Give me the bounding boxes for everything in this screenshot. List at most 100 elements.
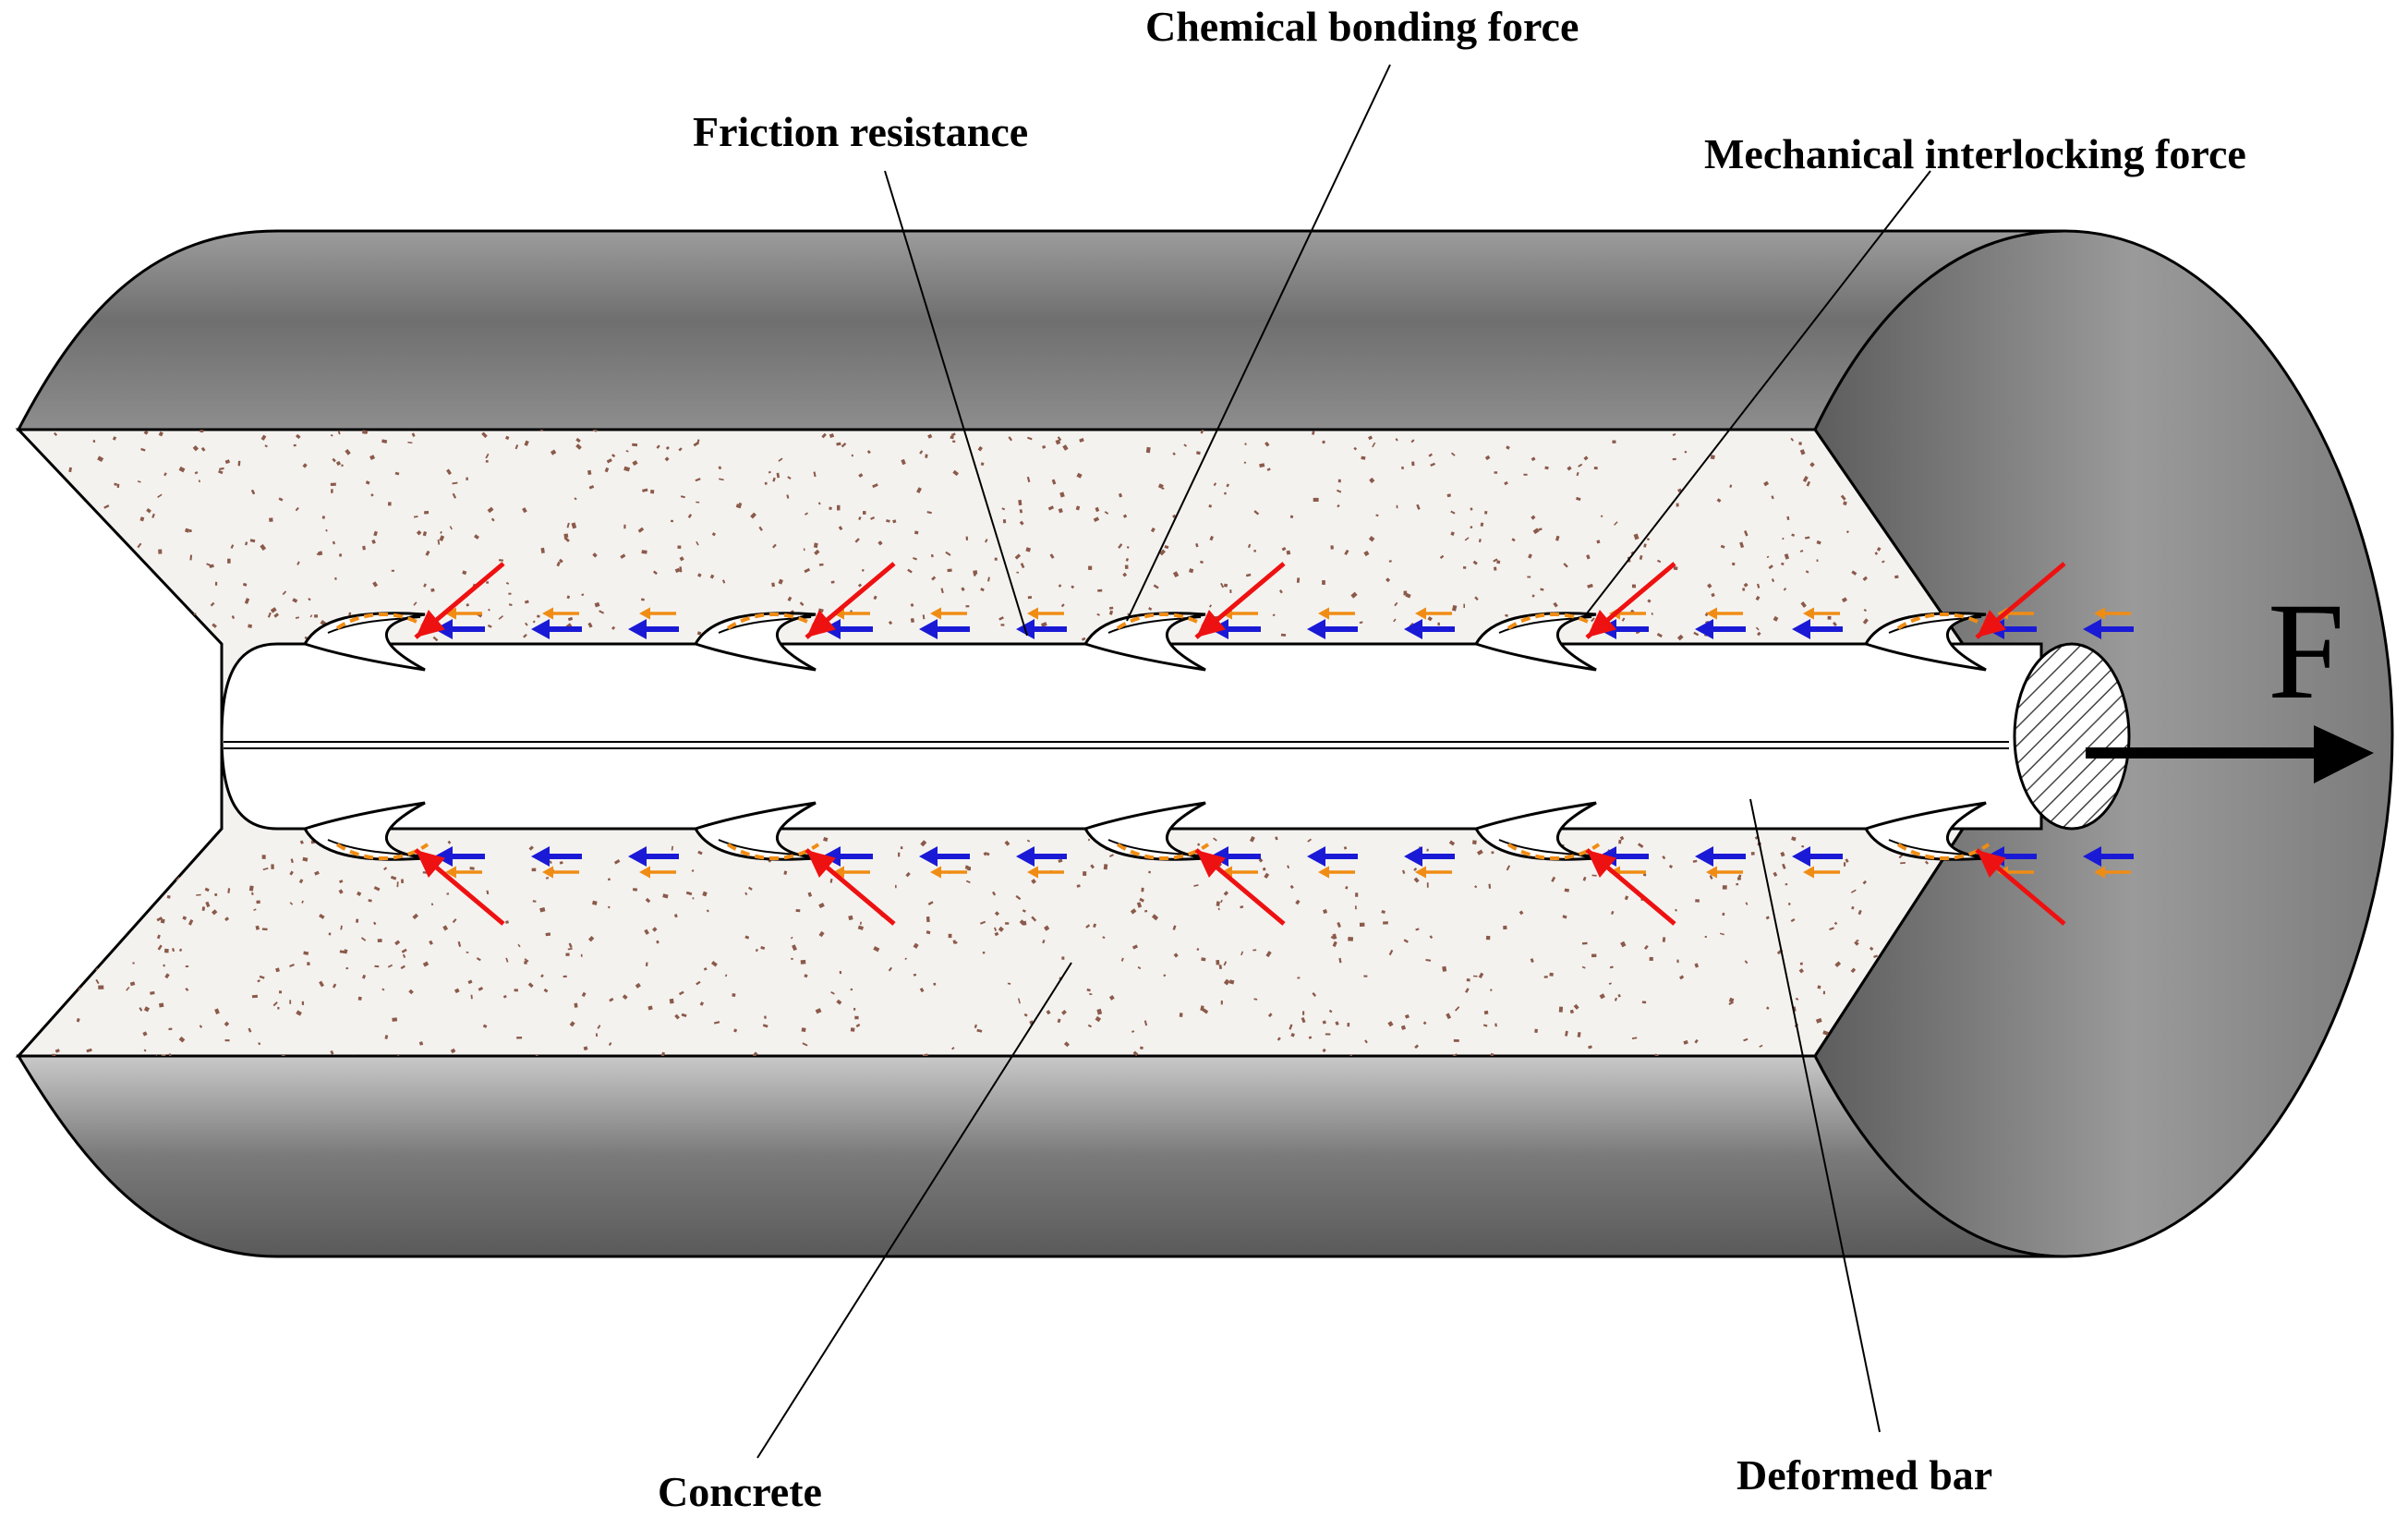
- aggregate-speck: [656, 444, 660, 449]
- aggregate-speck: [1172, 452, 1176, 456]
- aggregate-speck: [1766, 555, 1770, 559]
- aggregate-speck: [157, 493, 163, 498]
- aggregate-speck: [1019, 919, 1026, 926]
- aggregate-speck: [980, 588, 985, 592]
- aggregate-speck: [961, 587, 965, 592]
- leader-deformed-bar: [1749, 798, 1881, 1433]
- aggregate-speck: [1720, 544, 1725, 549]
- aggregate-speck: [99, 779, 105, 784]
- aggregate-speck: [142, 1031, 148, 1037]
- aggregate-speck: [637, 527, 645, 533]
- aggregate-speck: [52, 1053, 56, 1056]
- arrow-left-icon: [1307, 846, 1325, 867]
- aggregate-speck: [158, 549, 163, 554]
- aggregate-speck: [1743, 582, 1749, 588]
- aggregate-speck: [1220, 899, 1223, 904]
- aggregate-speck: [1413, 877, 1420, 883]
- aggregate-speck: [1076, 472, 1083, 479]
- aggregate-speck: [1097, 589, 1103, 592]
- aggregate-speck: [854, 538, 860, 543]
- aggregate-speck: [1637, 843, 1644, 848]
- aggregate-speck: [1704, 935, 1707, 939]
- aggregate-speck: [1337, 504, 1340, 508]
- aggregate-speck: [858, 516, 862, 521]
- rib-crescent-icon: [1863, 801, 1987, 861]
- aggregate-speck: [1400, 1025, 1406, 1030]
- aggregate-speck: [1023, 1013, 1028, 1017]
- arrow-left-icon: [930, 866, 941, 879]
- leader-friction: [884, 170, 1028, 637]
- aggregate-speck: [1829, 927, 1834, 931]
- aggregate-speck: [1229, 589, 1232, 593]
- arrow-left-icon: [2083, 846, 2101, 867]
- aggregate-speck: [46, 920, 52, 927]
- aggregate-speck: [330, 482, 336, 487]
- aggregate-speck: [141, 694, 147, 699]
- aggregate-speck: [66, 524, 71, 528]
- aggregate-speck: [227, 888, 231, 893]
- aggregate-speck: [594, 601, 600, 608]
- aggregate-speck: [1791, 836, 1797, 842]
- aggregate-speck: [302, 463, 308, 468]
- aggregate-speck: [209, 564, 214, 569]
- aggregate-speck: [195, 710, 198, 714]
- aggregate-speck: [289, 902, 294, 905]
- aggregate-speck: [26, 956, 30, 960]
- aggregate-speck: [1338, 957, 1342, 964]
- aggregate-speck: [1411, 461, 1415, 467]
- aggregate-speck: [178, 466, 186, 473]
- aggregate-speck: [1243, 461, 1247, 465]
- aggregate-speck: [563, 975, 567, 978]
- aggregate-speck: [1850, 967, 1857, 974]
- aggregate-speck: [197, 752, 203, 756]
- aggregate-speck: [1083, 871, 1087, 876]
- aggregate-speck: [273, 613, 280, 618]
- aggregate-speck: [150, 674, 154, 679]
- aggregate-speck: [391, 569, 394, 572]
- aggregate-speck: [558, 558, 563, 564]
- aggregate-speck: [50, 945, 55, 951]
- aggregate-speck: [1060, 603, 1065, 608]
- aggregate-speck: [951, 1047, 955, 1050]
- aggregate-speck: [1719, 932, 1724, 936]
- aggregate-speck: [1565, 1030, 1568, 1037]
- aggregate-speck: [390, 875, 397, 880]
- aggregate-speck: [1862, 576, 1868, 581]
- aggregate-speck: [1196, 948, 1200, 952]
- aggregate-speck: [1490, 989, 1493, 991]
- aggregate-speck: [73, 497, 79, 504]
- aggregate-speck: [196, 893, 201, 896]
- arrow-left-icon: [1027, 607, 1038, 620]
- aggregate-speck: [537, 614, 540, 618]
- aggregate-speck: [126, 590, 129, 595]
- aggregate-speck: [1218, 965, 1223, 970]
- arrow-left-icon: [1016, 846, 1035, 867]
- aggregate-speck: [137, 660, 140, 663]
- aggregate-speck: [1519, 910, 1524, 916]
- aggregate-speck: [1862, 880, 1868, 885]
- aggregate-speck: [488, 608, 490, 612]
- diagonal-arrow-icon: [416, 609, 445, 637]
- aggregate-speck: [1287, 865, 1290, 869]
- aggregate-speck: [407, 442, 413, 444]
- aggregate-speck: [413, 516, 418, 518]
- aggregate-speck: [1093, 923, 1097, 928]
- aggregate-speck: [1151, 914, 1159, 921]
- aggregate-speck: [1144, 909, 1148, 913]
- aggregate-speck: [930, 553, 934, 558]
- aggregate-speck: [652, 570, 658, 576]
- aggregate-speck: [281, 1054, 285, 1056]
- aggregate-speck: [261, 928, 268, 931]
- diagonal-arrow-icon: [1587, 850, 1616, 879]
- aggregate-speck: [425, 550, 430, 556]
- aggregate-speck: [994, 911, 999, 916]
- aggregate-speck: [599, 610, 605, 614]
- aggregate-speck: [1330, 935, 1336, 940]
- aggregate-speck: [632, 888, 638, 892]
- aggregate-speck: [335, 460, 342, 467]
- aggregate-speck: [523, 633, 527, 638]
- aggregate-speck: [244, 541, 248, 546]
- aggregate-speck: [143, 1006, 150, 1013]
- arrow-left-icon: [1307, 619, 1325, 639]
- aggregate-speck: [559, 861, 563, 865]
